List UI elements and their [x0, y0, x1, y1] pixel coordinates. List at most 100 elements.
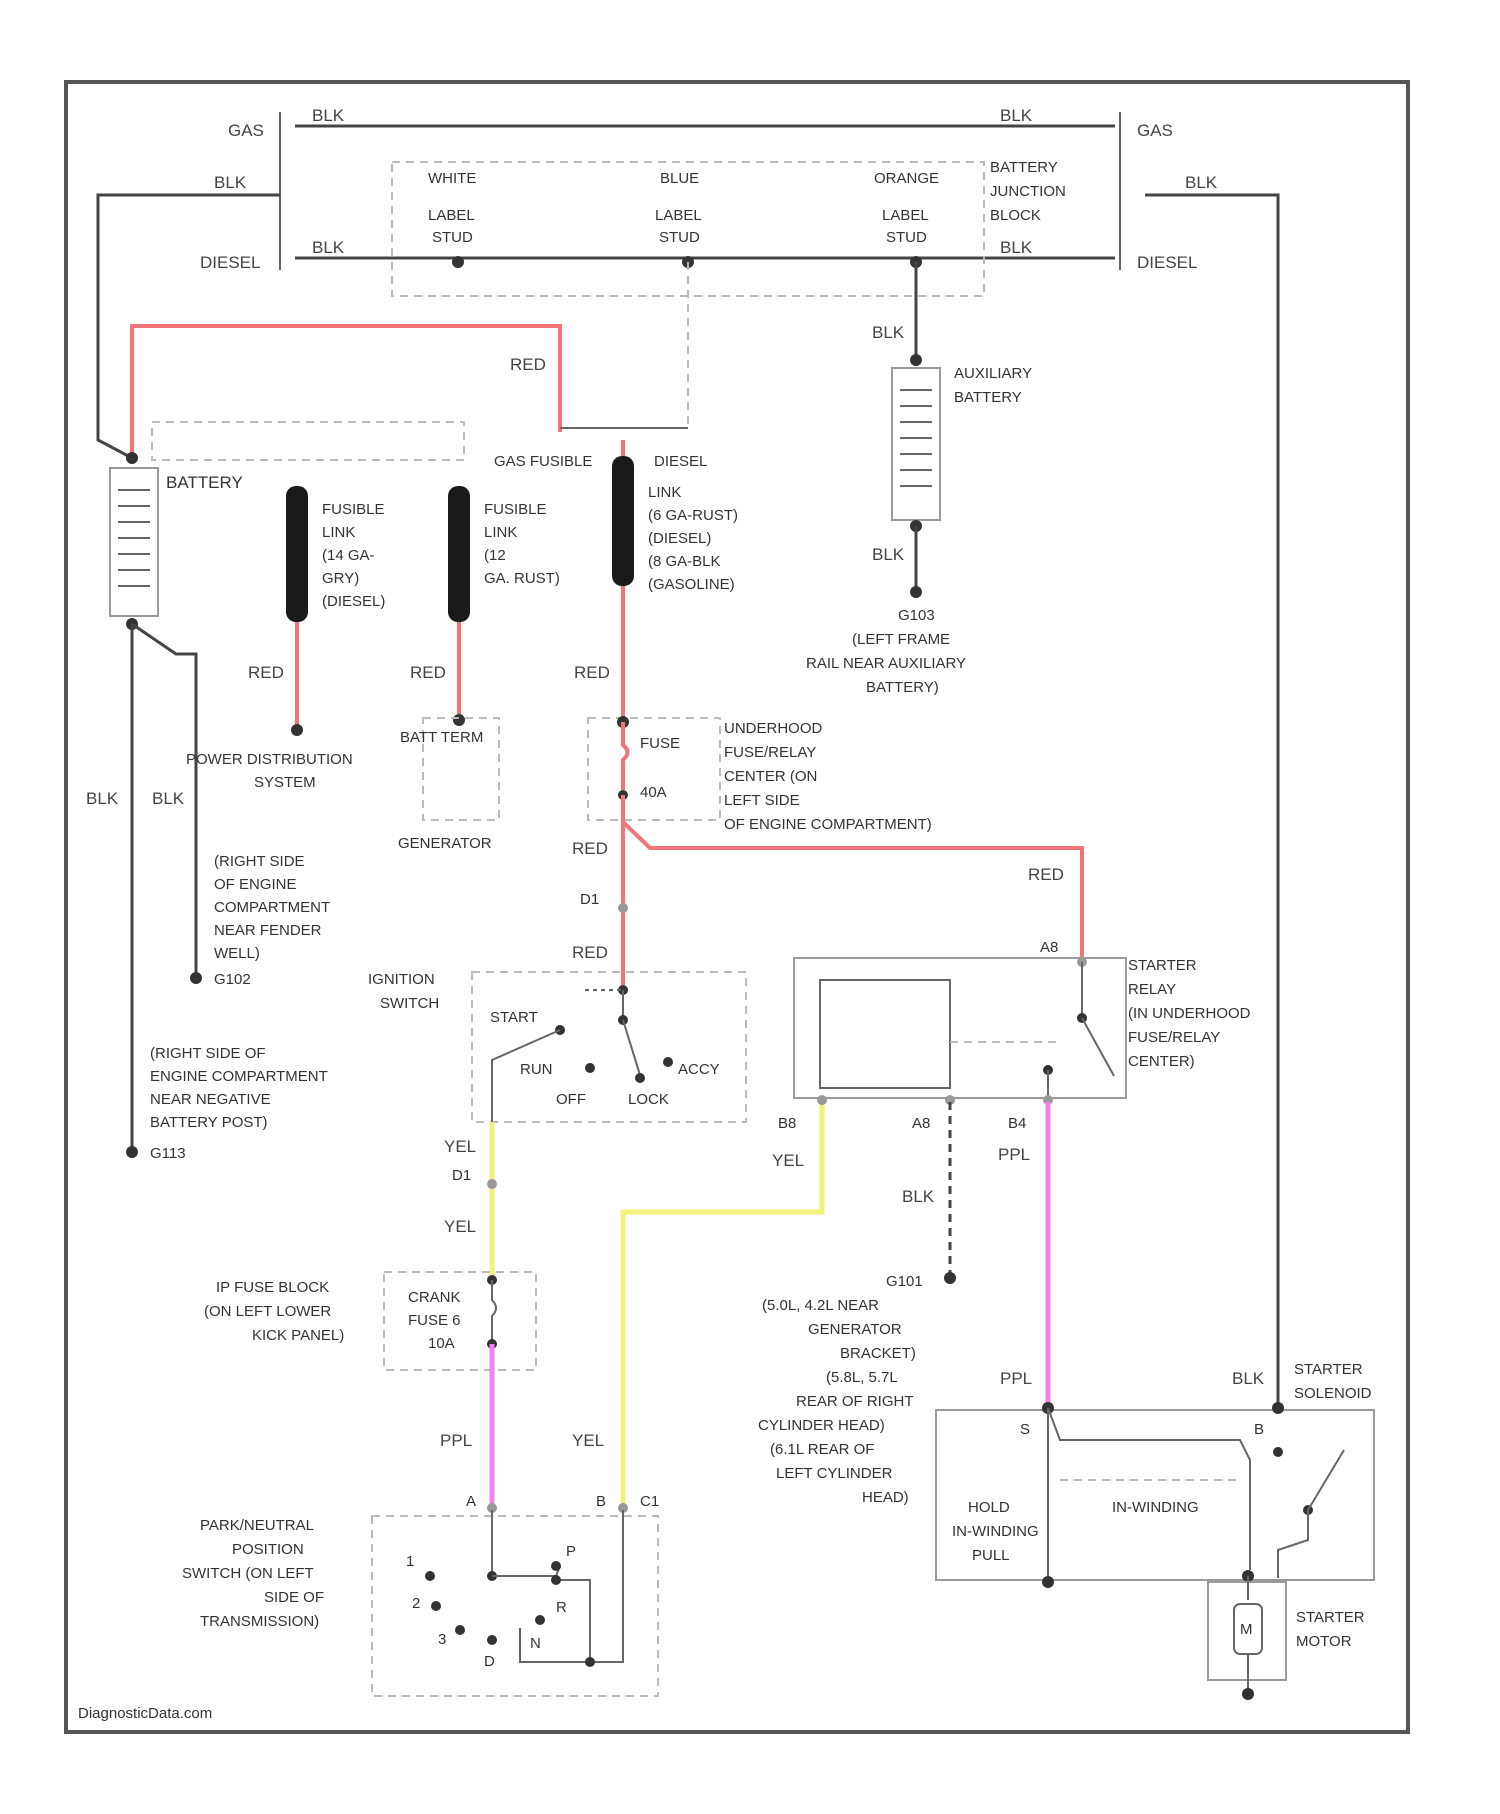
svg-text:FUSIBLE: FUSIBLE: [484, 501, 547, 518]
svg-text:LOCK: LOCK: [628, 1091, 669, 1108]
svg-text:START: START: [490, 1009, 538, 1026]
svg-text:10A: 10A: [428, 1335, 455, 1352]
stud-orange-line1: LABEL: [882, 207, 929, 224]
ignition-switch: IGNITION SWITCH START RUN OFF LOCK ACCY: [368, 971, 746, 1122]
svg-text:G113: G113: [150, 1145, 186, 1162]
battery-junction-block: GAS GAS DIESEL DIESEL BLK BLK BLK BLK WH…: [200, 106, 1197, 296]
svg-text:(DIESEL): (DIESEL): [322, 593, 385, 610]
yel-label-2: YEL: [444, 1217, 476, 1236]
blk-bottom-right: BLK: [1000, 238, 1033, 257]
svg-text:BATTERY POST): BATTERY POST): [150, 1114, 268, 1131]
svg-text:PARK/NEUTRAL: PARK/NEUTRAL: [200, 1517, 314, 1534]
svg-text:STARTER: STARTER: [1294, 1361, 1363, 1378]
svg-text:FUSE/RELAY: FUSE/RELAY: [1128, 1029, 1220, 1046]
svg-text:CRANK: CRANK: [408, 1289, 461, 1306]
svg-text:CYLINDER HEAD): CYLINDER HEAD): [758, 1417, 885, 1434]
svg-text:M: M: [1240, 1621, 1253, 1638]
svg-text:OF ENGINE: OF ENGINE: [214, 876, 297, 893]
svg-text:MOTOR: MOTOR: [1296, 1633, 1352, 1650]
svg-text:GENERATOR: GENERATOR: [808, 1321, 902, 1338]
ground-g103: G103 (LEFT FRAME RAIL NEAR AUXILIARY BAT…: [806, 607, 966, 696]
svg-text:(5.8L, 5.7L: (5.8L, 5.7L: [826, 1369, 898, 1386]
svg-text:GA. RUST): GA. RUST): [484, 570, 560, 587]
svg-text:N: N: [530, 1635, 541, 1652]
starter-relay: A8 STARTER RELAY (IN UNDERHOOD FUSE/RELA…: [778, 939, 1251, 1132]
g102-terminal: [190, 972, 202, 984]
svg-text:B: B: [1254, 1421, 1264, 1438]
svg-text:SIDE OF: SIDE OF: [264, 1589, 324, 1606]
svg-text:FUSE/RELAY: FUSE/RELAY: [724, 744, 816, 761]
ip-fuse-block: CRANK FUSE 6 10A IP FUSE BLOCK (ON LEFT …: [204, 1272, 536, 1370]
svg-text:NEAR NEGATIVE: NEAR NEGATIVE: [150, 1091, 271, 1108]
auxiliary-battery: BLK BLK AUXILIARY BATTERY: [872, 262, 1032, 598]
red-wire-battery-feed: [132, 326, 560, 458]
stud-orange-line2: STUD: [886, 229, 927, 246]
yel-label-pnp: YEL: [572, 1431, 604, 1450]
blk-wire-starter-solenoid: [1145, 195, 1278, 1408]
stud-white-line2: STUD: [432, 229, 473, 246]
red-label-feed: RED: [510, 355, 546, 374]
svg-text:P: P: [566, 1543, 576, 1560]
starter-solenoid: S B BLK STARTER SOLENOID HOLD IN-WINDING…: [936, 1361, 1374, 1588]
svg-text:G102: G102: [214, 971, 251, 988]
svg-text:RED: RED: [410, 663, 446, 682]
red-label-ignition-2: RED: [572, 943, 608, 962]
svg-text:(5.0L, 4.2L NEAR: (5.0L, 4.2L NEAR: [762, 1297, 879, 1314]
svg-text:LINK: LINK: [484, 524, 517, 541]
svg-text:B: B: [596, 1493, 606, 1510]
battery-label: BATTERY: [166, 473, 243, 492]
svg-text:(6.1L REAR OF: (6.1L REAR OF: [770, 1441, 874, 1458]
svg-text:STARTER: STARTER: [1296, 1609, 1365, 1626]
svg-text:KICK PANEL): KICK PANEL): [252, 1327, 344, 1344]
junction-name-1: BATTERY: [990, 159, 1058, 176]
svg-text:GAS FUSIBLE: GAS FUSIBLE: [494, 453, 592, 470]
svg-text:FUSIBLE: FUSIBLE: [322, 501, 385, 518]
svg-text:NEAR FENDER: NEAR FENDER: [214, 922, 322, 939]
underhood-fuse-40a: FUSE 40A UNDERHOOD FUSE/RELAY CENTER (ON…: [588, 716, 932, 833]
watermark: DiagnosticData.com: [78, 1705, 212, 1722]
ignition-connector-bottom: D1: [452, 1167, 471, 1184]
svg-text:IN-WINDING: IN-WINDING: [1112, 1499, 1199, 1516]
park-neutral-position-switch: A B C1 1 2 3 D N R P PARK/NEUTRAL POSITI…: [182, 1493, 659, 1696]
fusible-link-2: FUSIBLE LINK (12 GA. RUST) RED: [410, 486, 560, 726]
svg-text:POSITION: POSITION: [232, 1541, 304, 1558]
power-distribution-line1: POWER DISTRIBUTION: [186, 751, 353, 768]
svg-text:REAR OF RIGHT: REAR OF RIGHT: [796, 1393, 914, 1410]
svg-text:WELL): WELL): [214, 945, 260, 962]
svg-text:CENTER (ON: CENTER (ON: [724, 768, 817, 785]
svg-text:AUXILIARY: AUXILIARY: [954, 365, 1032, 382]
svg-text:FUSE: FUSE: [640, 735, 680, 752]
svg-text:(DIESEL): (DIESEL): [648, 530, 711, 547]
ignition-connector-top: D1: [580, 891, 599, 908]
power-distribution-line2: SYSTEM: [254, 774, 316, 791]
generator-terminal: BATT TERM: [400, 729, 483, 746]
svg-text:PULL: PULL: [972, 1547, 1010, 1564]
svg-text:(RIGHT SIDE OF: (RIGHT SIDE OF: [150, 1045, 266, 1062]
svg-text:LEFT SIDE: LEFT SIDE: [724, 792, 800, 809]
svg-text:GRY): GRY): [322, 570, 359, 587]
svg-text:G103: G103: [898, 607, 935, 624]
blk-bottom-left: BLK: [312, 238, 345, 257]
g113-terminal: [126, 1146, 138, 1158]
red-wire-relay-feed: [623, 822, 1082, 958]
blk-label-g113: BLK: [86, 789, 119, 808]
ppl-label-relay: PPL: [998, 1145, 1030, 1164]
svg-text:BLK: BLK: [1232, 1369, 1265, 1388]
blk-label-solenoid-lead: BLK: [1185, 173, 1218, 192]
svg-text:ACCY: ACCY: [678, 1061, 720, 1078]
svg-text:40A: 40A: [640, 784, 667, 801]
svg-text:2: 2: [412, 1595, 420, 1612]
svg-text:(GASOLINE): (GASOLINE): [648, 576, 735, 593]
stud-blue-line1: LABEL: [655, 207, 702, 224]
diesel-label-right: DIESEL: [1137, 253, 1197, 272]
svg-text:(8 GA-BLK: (8 GA-BLK: [648, 553, 721, 570]
junction-name-2: JUNCTION: [990, 183, 1066, 200]
svg-text:LEFT CYLINDER: LEFT CYLINDER: [776, 1465, 893, 1482]
stud-blue-color: BLUE: [660, 170, 699, 187]
ppl-label-solenoid: PPL: [1000, 1369, 1032, 1388]
gas-label-right: GAS: [1137, 121, 1173, 140]
svg-text:HEAD): HEAD): [862, 1489, 909, 1506]
svg-text:BLK: BLK: [872, 545, 905, 564]
svg-text:RELAY: RELAY: [1128, 981, 1176, 998]
svg-text:(14 GA-: (14 GA-: [322, 547, 375, 564]
